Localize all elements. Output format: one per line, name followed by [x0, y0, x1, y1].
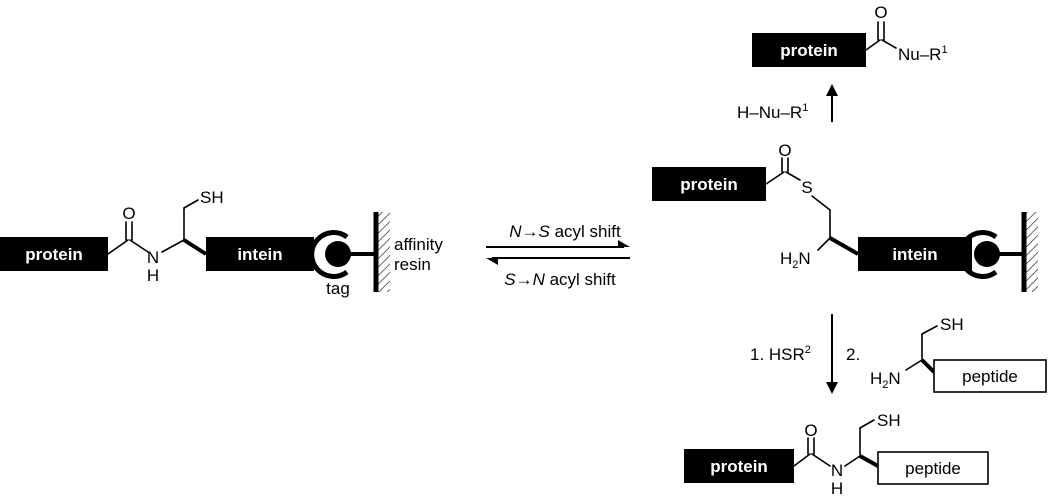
bond — [905, 359, 923, 371]
forward-label: N→S acyl shift — [509, 222, 621, 241]
carbonyl-oxygen: O — [778, 141, 791, 160]
tag-receptor — [309, 230, 349, 279]
bond — [865, 39, 881, 51]
cys-amine-label: H2N — [870, 369, 901, 391]
amide-hydrogen: H — [147, 266, 159, 285]
bond — [811, 453, 831, 467]
product-protein-label: protein — [780, 41, 838, 60]
down-arrowhead — [826, 382, 838, 394]
side-chain-bond — [183, 199, 199, 209]
product-amide-nitrogen: N — [831, 461, 843, 480]
product-peptide-box — [877, 451, 989, 485]
protein-box — [0, 237, 108, 271]
product-carbonyl-oxygen: O — [804, 421, 817, 440]
nucleophile-reagent: H–Nu–R1 — [737, 102, 808, 122]
bond — [921, 325, 938, 335]
bond — [129, 239, 149, 253]
step2-label: 2. — [846, 345, 860, 364]
bond — [793, 453, 811, 467]
thioester-intermediate: protein O S H2N intein — [652, 141, 1038, 292]
nucleophile-path: H–Nu–R1 protein O Nu–R1 — [737, 3, 948, 122]
intein-box — [206, 237, 314, 271]
wedge-bond — [182, 238, 208, 256]
thioester-sulfur: S — [801, 178, 812, 197]
intein-label: intein — [237, 245, 282, 264]
resin-hatching — [378, 212, 390, 292]
tag-label: tag — [326, 279, 350, 298]
product-amide-hydrogen: H — [831, 479, 843, 498]
equilibrium-arrows: N→S acyl shift S→N acyl shift — [486, 222, 630, 289]
resin-hatching — [1026, 212, 1038, 292]
wedge-bond — [829, 236, 859, 256]
wedge-bond — [920, 358, 936, 374]
intein-box — [858, 237, 972, 271]
product-protein-label: protein — [710, 457, 768, 476]
bond — [161, 239, 185, 253]
bond — [107, 239, 129, 255]
protein-label: protein — [680, 175, 738, 194]
intein-label: intein — [892, 245, 937, 264]
resin-label-line2: resin — [394, 255, 431, 274]
protein-box — [652, 167, 766, 201]
amine-label: H2N — [780, 249, 811, 271]
carbonyl-oxygen: O — [122, 204, 135, 223]
cys-thiol-label: SH — [940, 315, 964, 334]
step1-label: 1. HSR2 — [750, 344, 811, 364]
bond — [817, 237, 831, 251]
reverse-label: S→N acyl shift — [504, 270, 616, 289]
product-group: Nu–R1 — [898, 44, 948, 64]
peptide-box — [933, 359, 1047, 393]
up-arrowhead — [826, 84, 838, 96]
product-thiol-label: SH — [877, 411, 901, 430]
ligation-path: 1. HSR2 2. SH H2N peptide protein O N H … — [684, 314, 1047, 498]
peptide-label: peptide — [962, 367, 1018, 386]
product-protein-box — [752, 33, 866, 67]
bond — [765, 171, 785, 185]
tag-receptor — [958, 230, 998, 279]
thiol-label: SH — [200, 188, 224, 207]
bond — [881, 39, 897, 49]
bond — [844, 455, 861, 467]
bond — [859, 419, 875, 429]
forward-arrowhead — [618, 240, 630, 247]
wedge-bond — [859, 454, 879, 468]
bond — [785, 171, 801, 181]
product-carbonyl-oxygen: O — [874, 3, 887, 22]
bond — [811, 195, 831, 211]
amide-nitrogen: N — [147, 248, 159, 267]
resin-label-line1: affinity — [394, 235, 443, 254]
reactant-fusion: protein O N H SH intein tag affinity res… — [0, 188, 443, 298]
product-peptide-label: peptide — [905, 459, 961, 478]
protein-label: protein — [25, 245, 83, 264]
product-protein-box — [684, 449, 794, 483]
reverse-arrowhead — [486, 258, 498, 265]
